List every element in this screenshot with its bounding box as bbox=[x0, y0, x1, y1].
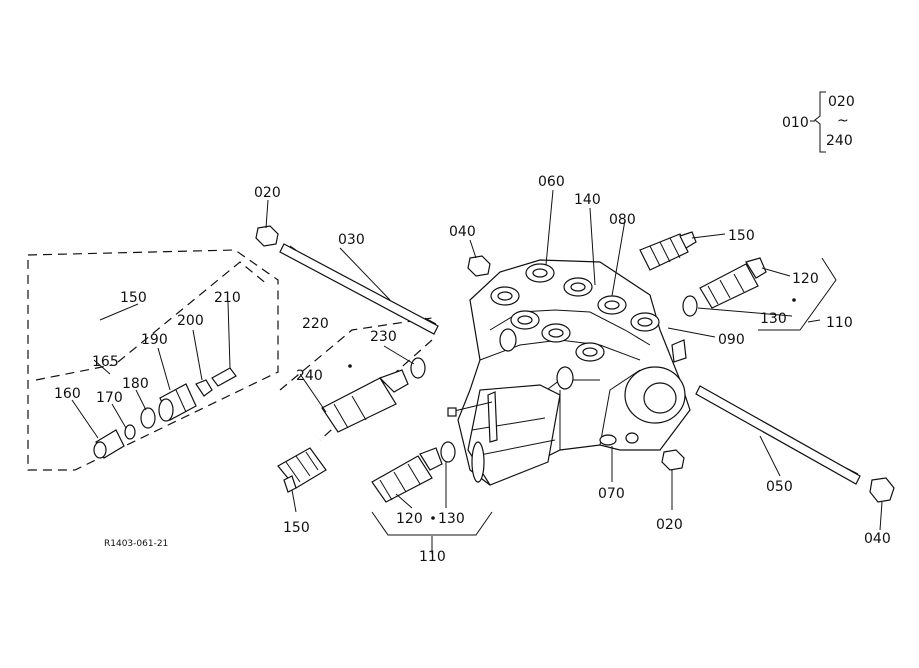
oring-130-bottom bbox=[440, 441, 456, 463]
valve-body bbox=[447, 259, 691, 486]
callout-020-bottom: 020 bbox=[656, 517, 683, 533]
callout-120-bottom: 120 bbox=[396, 511, 423, 527]
callout-110-right: 110 bbox=[826, 315, 853, 331]
callout-020-top: 020 bbox=[254, 185, 281, 201]
assembly-main-number: 010 bbox=[782, 115, 809, 131]
callout-200: 200 bbox=[177, 313, 204, 329]
spool-240 bbox=[321, 369, 409, 433]
reference-dots bbox=[348, 298, 796, 520]
group-150-outline bbox=[27, 249, 279, 471]
callout-160: 160 bbox=[54, 386, 81, 402]
callout-165: 165 bbox=[92, 354, 119, 370]
callout-040-bottom: 040 bbox=[864, 531, 891, 547]
tie-rod-030 bbox=[279, 243, 439, 335]
valve-150-left bbox=[277, 447, 327, 493]
nut-200 bbox=[195, 379, 213, 397]
assembly-bracket bbox=[810, 91, 826, 153]
callout-190: 190 bbox=[141, 332, 168, 348]
valve-120-right bbox=[699, 257, 767, 309]
callout-150-top: 150 bbox=[728, 228, 755, 244]
callout-180: 180 bbox=[122, 376, 149, 392]
callout-070: 070 bbox=[598, 486, 625, 502]
plug-160 bbox=[93, 429, 125, 459]
callout-040-top: 040 bbox=[449, 224, 476, 240]
nut-020-bottom bbox=[661, 449, 685, 471]
callout-140: 140 bbox=[574, 192, 601, 208]
callout-150-left: 150 bbox=[120, 290, 147, 306]
callout-130-bottom: 130 bbox=[438, 511, 465, 527]
assembly-range-separator: ~ bbox=[837, 113, 849, 129]
nut-020-top bbox=[255, 225, 279, 247]
callout-060: 060 bbox=[538, 174, 565, 190]
tie-rod-050 bbox=[695, 385, 861, 485]
assembly-range-to: 240 bbox=[826, 133, 853, 149]
valve-120-bottom bbox=[371, 447, 443, 503]
callout-150-bottom: 150 bbox=[283, 520, 310, 536]
callout-030: 030 bbox=[338, 232, 365, 248]
callout-240: 240 bbox=[296, 368, 323, 384]
oring-130-right bbox=[682, 295, 698, 317]
callout-050: 050 bbox=[766, 479, 793, 495]
callout-110-bottom: 110 bbox=[419, 549, 446, 565]
callout-220: 220 bbox=[302, 316, 329, 332]
callout-210: 210 bbox=[214, 290, 241, 306]
valve-150-top bbox=[639, 231, 697, 271]
oring-230 bbox=[410, 357, 426, 379]
callout-230: 230 bbox=[370, 329, 397, 345]
sleeve-190 bbox=[158, 383, 197, 422]
callout-080: 080 bbox=[609, 212, 636, 228]
oring-170 bbox=[124, 424, 136, 440]
group-110-bottom-outline bbox=[371, 511, 493, 536]
group-165-outline bbox=[35, 261, 269, 381]
assembly-range-from: 020 bbox=[828, 94, 855, 110]
nut-040-bottom bbox=[869, 477, 895, 503]
drawing-reference-code: R1403-061-21 bbox=[104, 539, 168, 549]
oring-180 bbox=[140, 407, 156, 429]
callout-130-right: 130 bbox=[760, 311, 787, 327]
callout-120-right: 120 bbox=[792, 271, 819, 287]
screw-210 bbox=[211, 367, 237, 387]
leader-lines bbox=[71, 189, 883, 554]
callout-170: 170 bbox=[96, 390, 123, 406]
nut-040-top bbox=[467, 255, 491, 277]
group-110-right-outline bbox=[758, 257, 837, 331]
callout-090: 090 bbox=[718, 332, 745, 348]
